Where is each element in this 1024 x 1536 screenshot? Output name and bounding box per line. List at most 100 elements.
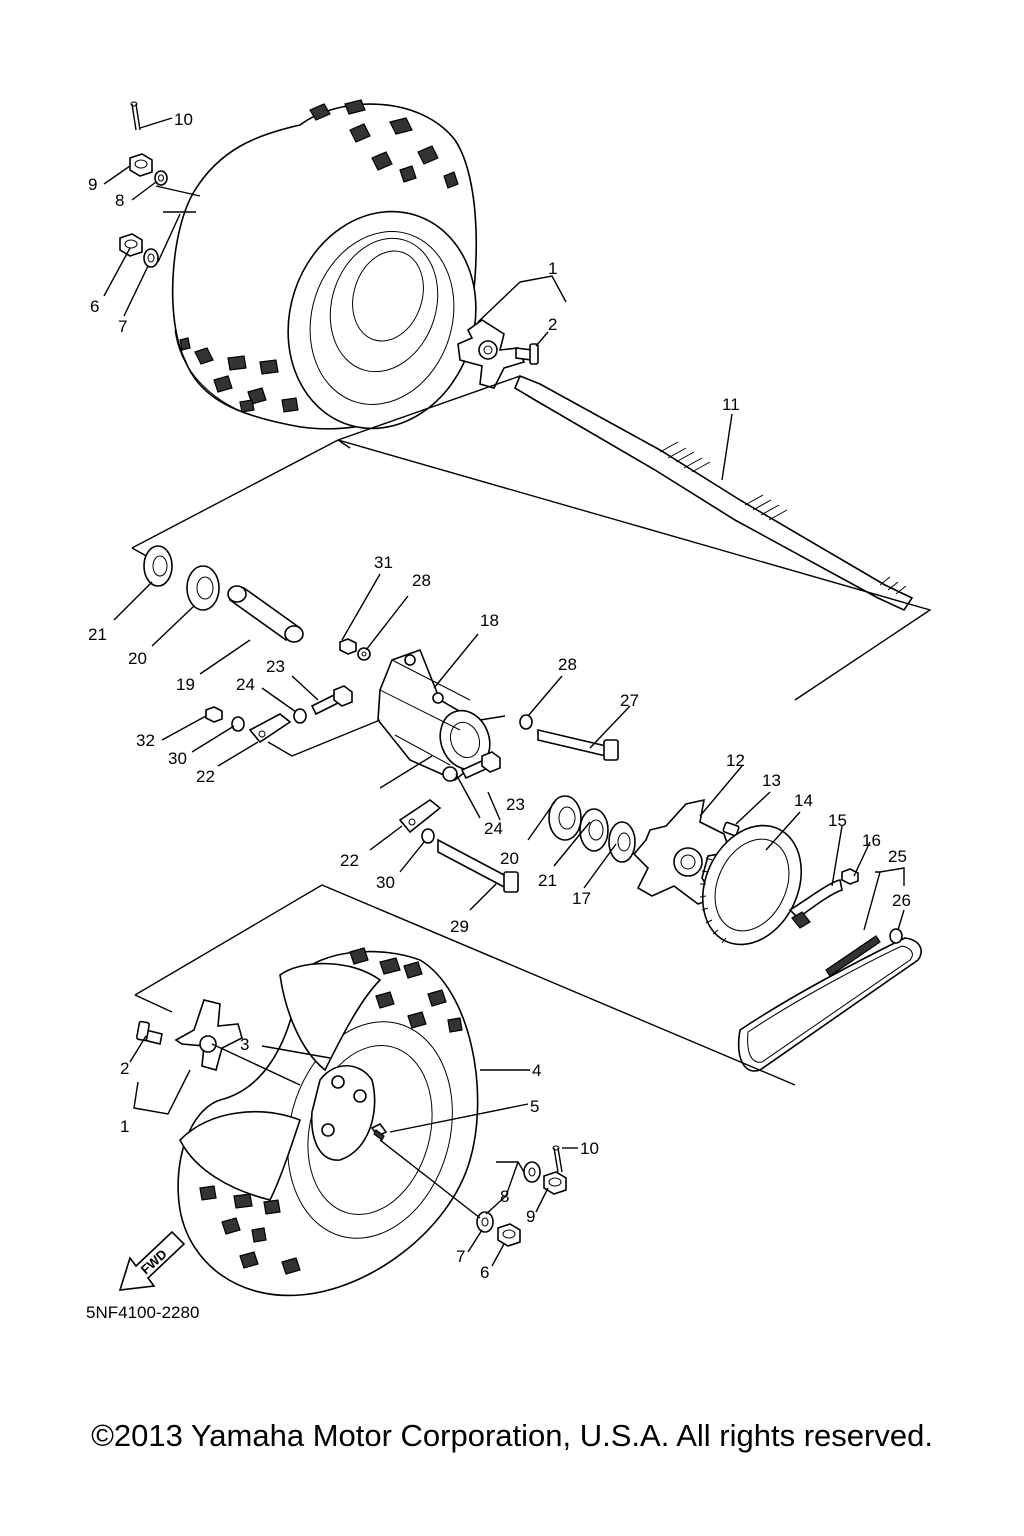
callout-5: 5 xyxy=(530,1097,539,1116)
callout-leaders xyxy=(103,117,905,1267)
adjuster-plate-22a xyxy=(248,713,292,744)
callout-6-upper: 6 xyxy=(90,297,99,316)
callout-3: 3 xyxy=(240,1035,249,1054)
callout-6-lower: 6 xyxy=(480,1263,489,1282)
callout-14: 14 xyxy=(794,791,813,810)
callout-4: 4 xyxy=(532,1061,541,1080)
callout-24-lower: 24 xyxy=(484,819,503,838)
callout-32: 32 xyxy=(136,731,155,750)
callout-30-upper: 30 xyxy=(168,749,187,768)
upper-hub xyxy=(457,319,526,389)
upper-castle-nut xyxy=(129,153,153,177)
callout-8-lower: 8 xyxy=(500,1187,509,1206)
lower-washer-7 xyxy=(476,1211,494,1233)
lower-washer-8 xyxy=(523,1161,541,1183)
callout-23-upper: 23 xyxy=(266,657,285,676)
callout-17: 17 xyxy=(572,889,591,908)
washer-28b xyxy=(519,714,533,730)
callout-20-upper: 20 xyxy=(128,649,147,668)
lower-stud-leader xyxy=(379,1139,481,1219)
callout-16: 16 xyxy=(862,831,881,850)
lower-cotter-pin xyxy=(552,1145,563,1173)
callout-13: 13 xyxy=(762,771,781,790)
callout-20-lower: 20 xyxy=(500,849,519,868)
collar-19 xyxy=(227,585,304,643)
callout-29: 29 xyxy=(450,917,469,936)
callout-10-lower: 10 xyxy=(580,1139,599,1158)
callout-21-upper: 21 xyxy=(88,625,107,644)
sprocket-guard-15 xyxy=(788,879,843,929)
washer-28a xyxy=(357,647,371,661)
callout-25: 25 xyxy=(888,847,907,866)
washer-24b xyxy=(442,766,458,782)
callout-9-lower: 9 xyxy=(526,1207,535,1226)
callout-21-lower: 21 xyxy=(538,871,557,890)
callout-30-lower: 30 xyxy=(376,873,395,892)
drive-chain-25 xyxy=(737,935,922,1072)
bearing-20 xyxy=(186,565,220,611)
nut-31 xyxy=(339,638,357,655)
washer-30a xyxy=(231,716,245,732)
lower-hub-leader xyxy=(211,1043,301,1086)
callout-10-upper: 10 xyxy=(174,110,193,129)
callout-19: 19 xyxy=(176,675,195,694)
pinch-bolt-29 xyxy=(437,838,519,893)
adjust-bolt-23b xyxy=(460,751,501,780)
upper-nut-6 xyxy=(119,233,143,257)
fwd-arrow-icon: FWD xyxy=(118,1230,186,1291)
adjuster-leader-a xyxy=(267,719,381,757)
chain-joint-26 xyxy=(889,928,903,944)
lower-tire xyxy=(177,947,479,1297)
lower-assembly-outline xyxy=(134,884,796,1086)
callout-1-lower: 1 xyxy=(120,1117,129,1136)
callout-18: 18 xyxy=(480,611,499,630)
callout-8-upper: 8 xyxy=(115,191,124,210)
oil-seal-21b xyxy=(579,808,609,852)
callout-28-upper: 28 xyxy=(412,571,431,590)
callout-11: 11 xyxy=(722,395,740,414)
oil-seal-21 xyxy=(143,545,173,587)
callout-numbers: 10 9 8 6 7 1 2 11 31 28 18 21 20 19 23 2… xyxy=(88,110,911,1282)
callout-24-upper: 24 xyxy=(236,675,255,694)
callout-23-lower: 23 xyxy=(506,795,525,814)
nut-32 xyxy=(205,706,223,723)
upper-cotter-pin xyxy=(130,101,141,131)
axle-carrier xyxy=(377,648,491,781)
callout-1-upper: 1 xyxy=(548,259,557,278)
part-code: 5NF4100-2280 xyxy=(86,1303,199,1322)
rear-sprocket-14 xyxy=(699,824,803,946)
adjust-bolt-23a xyxy=(310,685,353,716)
lower-nut-6 xyxy=(497,1223,521,1247)
upper-hardware-leaders xyxy=(155,185,201,263)
adjuster-leader-b xyxy=(379,755,433,789)
washer-24a xyxy=(293,708,307,724)
carrier-leader xyxy=(479,715,506,721)
callout-31: 31 xyxy=(374,553,393,572)
oil-seal-17 xyxy=(608,821,636,863)
adjuster-plate-22b xyxy=(398,799,442,834)
callout-22-upper: 22 xyxy=(196,767,215,786)
callout-22-lower: 22 xyxy=(340,851,359,870)
upper-tire-tread xyxy=(179,99,459,413)
lower-castle-nut-9 xyxy=(543,1171,567,1195)
callout-9-upper: 9 xyxy=(88,175,97,194)
bearing-20b xyxy=(548,795,582,841)
lower-hub-bolt xyxy=(136,1020,163,1045)
pinch-bolt-27 xyxy=(537,728,619,761)
upper-hub-bolt xyxy=(515,343,539,365)
nut-16 xyxy=(841,868,859,885)
callout-15: 15 xyxy=(828,811,847,830)
callout-7-lower: 7 xyxy=(456,1247,465,1266)
callout-2-lower: 2 xyxy=(120,1059,129,1078)
upper-washer-7 xyxy=(143,248,159,268)
upper-tire xyxy=(171,99,478,430)
washer-30b xyxy=(421,828,435,844)
copyright-notice: ©2013 Yamaha Motor Corporation, U.S.A. A… xyxy=(91,1418,933,1453)
callout-27: 27 xyxy=(620,691,639,710)
lower-tire-tread xyxy=(199,947,463,1275)
callout-2-upper: 2 xyxy=(548,315,557,334)
wheel-rim-3 xyxy=(310,1065,376,1161)
callout-26: 26 xyxy=(892,891,911,910)
upper-washer-8 xyxy=(154,170,168,186)
